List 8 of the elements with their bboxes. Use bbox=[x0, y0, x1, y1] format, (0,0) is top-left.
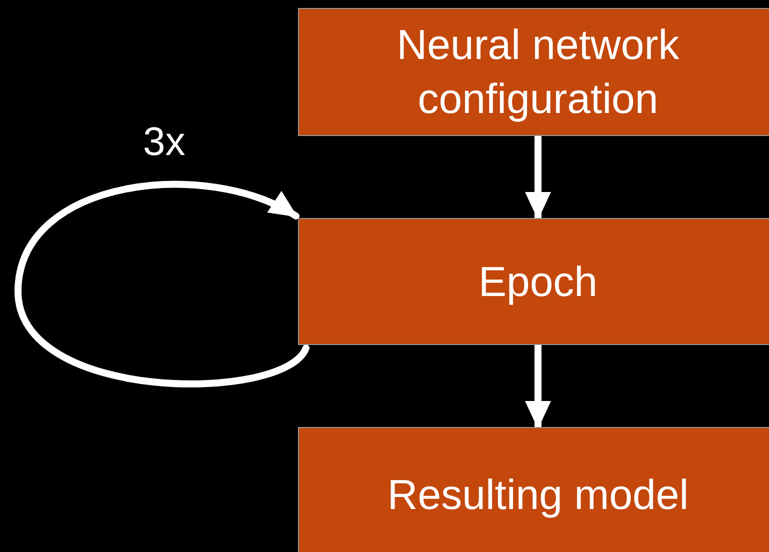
process-box bbox=[298, 427, 769, 552]
process-box bbox=[298, 218, 769, 345]
edge-label: 3x bbox=[143, 120, 186, 165]
process-box bbox=[298, 8, 769, 136]
box-label: Resulting model bbox=[386, 470, 690, 520]
box-label: Epoch bbox=[477, 256, 599, 307]
loop-arrow bbox=[14, 181, 310, 388]
box-label: Neural network configuration bbox=[396, 20, 680, 124]
